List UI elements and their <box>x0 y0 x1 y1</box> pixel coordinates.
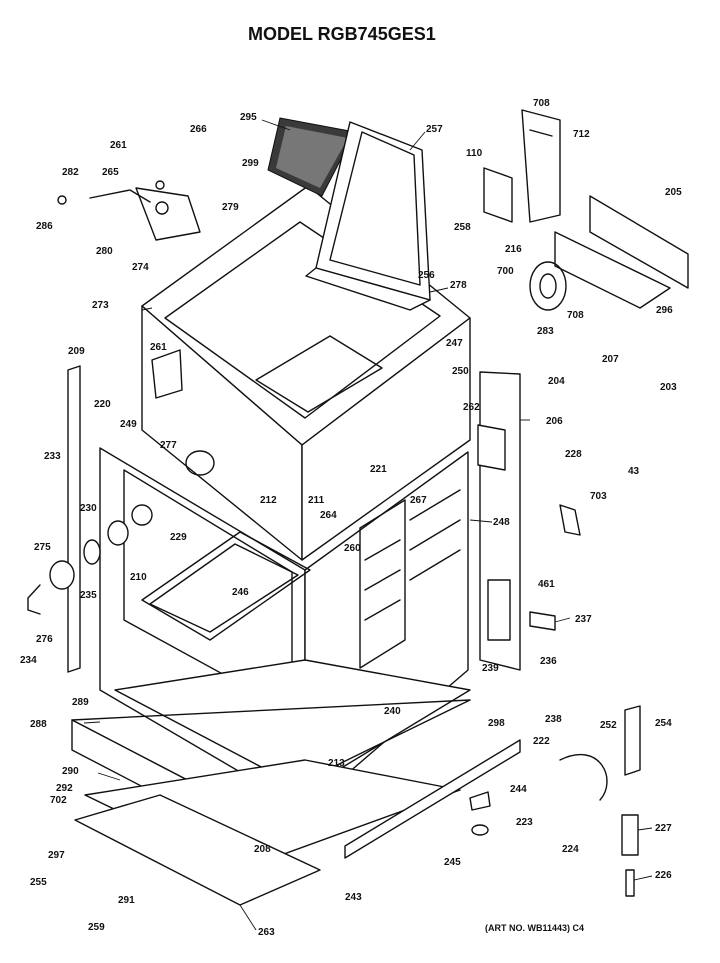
callout-238: 238 <box>545 714 562 725</box>
callout-249: 249 <box>120 419 137 430</box>
callout-258: 258 <box>454 222 471 233</box>
callout-213: 213 <box>328 758 345 769</box>
callout-283: 283 <box>537 326 554 337</box>
callout-228: 228 <box>565 449 582 460</box>
diagram-title: MODEL RGB745GES1 <box>248 24 436 44</box>
callout-248: 248 <box>493 517 510 528</box>
callout-279: 279 <box>222 202 239 213</box>
callout-206: 206 <box>546 416 563 427</box>
callout-262: 262 <box>463 402 480 413</box>
callout-205: 205 <box>665 187 682 198</box>
callout-260: 260 <box>344 543 361 554</box>
callout-278: 278 <box>450 280 467 291</box>
callout-461: 461 <box>538 579 555 590</box>
vent-duct <box>305 121 431 311</box>
callout-250: 250 <box>452 366 469 377</box>
callout-273: 273 <box>92 300 109 311</box>
callout-226: 226 <box>655 870 672 881</box>
callout-247: 247 <box>446 338 463 349</box>
callout-236: 236 <box>540 656 557 667</box>
callout-702: 702 <box>50 795 67 806</box>
callout-252: 252 <box>600 720 617 731</box>
callout-266: 266 <box>190 124 207 135</box>
callout-265: 265 <box>102 167 119 178</box>
callout-708: 708 <box>533 98 550 109</box>
callout-212: 212 <box>260 495 277 506</box>
callout-263: 263 <box>258 927 275 938</box>
callout-298: 298 <box>488 718 505 729</box>
left-side-parts <box>27 349 215 673</box>
lower-right-parts <box>344 504 641 897</box>
callout-240: 240 <box>384 706 401 717</box>
valve-assembly <box>57 180 201 241</box>
callout-288: 288 <box>30 719 47 730</box>
callout-211: 211 <box>308 495 325 506</box>
callout-295: 295 <box>240 112 257 123</box>
callout-235: 235 <box>80 590 97 601</box>
callout-216: 216 <box>505 244 522 255</box>
callout-254: 254 <box>655 718 672 729</box>
callout-296: 296 <box>656 305 673 316</box>
callout-223: 223 <box>516 817 533 828</box>
callout-290: 290 <box>62 766 79 777</box>
callout-237: 237 <box>575 614 592 625</box>
callout-703: 703 <box>590 491 607 502</box>
callout-246: 246 <box>232 587 249 598</box>
callout-261: 261 <box>110 140 127 151</box>
callout-274: 274 <box>132 262 149 273</box>
callout-244: 244 <box>510 784 527 795</box>
callout-110: 110 <box>466 148 483 159</box>
leader-lines <box>83 119 653 931</box>
insulation-pad <box>267 117 356 197</box>
callout-229: 229 <box>170 532 187 543</box>
callout-700: 700 <box>497 266 514 277</box>
callout-203: 203 <box>660 382 677 393</box>
callout-277: 277 <box>160 440 177 451</box>
callout-222: 222 <box>533 736 550 747</box>
callout-257: 257 <box>426 124 443 135</box>
callout-712: 712 <box>573 129 590 140</box>
callout-227: 227 <box>655 823 672 834</box>
upper-right-parts <box>477 109 689 671</box>
callout-204: 204 <box>548 376 565 387</box>
callout-245: 245 <box>444 857 461 868</box>
callout-43: 43 <box>628 466 640 477</box>
callout-292: 292 <box>56 783 73 794</box>
range-body <box>71 185 471 906</box>
callout-210: 210 <box>130 572 147 583</box>
callout-239: 239 <box>482 663 499 674</box>
callout-255: 255 <box>30 877 47 888</box>
callout-labels: 295 257 708 712 110 266 261 299 282 265 … <box>20 98 682 938</box>
callout-275: 275 <box>34 542 51 553</box>
callout-230: 230 <box>80 503 97 514</box>
callout-291: 291 <box>118 895 135 906</box>
callout-256: 256 <box>418 270 435 281</box>
callout-264: 264 <box>320 510 337 521</box>
callout-267: 267 <box>410 495 427 506</box>
callout-243: 243 <box>345 892 362 903</box>
callout-234: 234 <box>20 655 37 666</box>
callout-289: 289 <box>72 697 89 708</box>
callout-276: 276 <box>36 634 53 645</box>
callout-207: 207 <box>602 354 619 365</box>
callout-221: 221 <box>370 464 387 475</box>
callout-280: 280 <box>96 246 113 257</box>
callout-297: 297 <box>48 850 65 861</box>
callout-233: 233 <box>44 451 61 462</box>
callout-220: 220 <box>94 399 111 410</box>
callout-261: 261 <box>150 342 167 353</box>
callout-209: 209 <box>68 346 85 357</box>
callout-286: 286 <box>36 221 53 232</box>
callout-259: 259 <box>88 922 105 933</box>
callout-299: 299 <box>242 158 259 169</box>
callout-708: 708 <box>567 310 584 321</box>
callout-208: 208 <box>254 844 271 855</box>
art-number: (ART NO. WB11443) C4 <box>485 923 584 933</box>
callout-224: 224 <box>562 844 579 855</box>
callout-282: 282 <box>62 167 79 178</box>
